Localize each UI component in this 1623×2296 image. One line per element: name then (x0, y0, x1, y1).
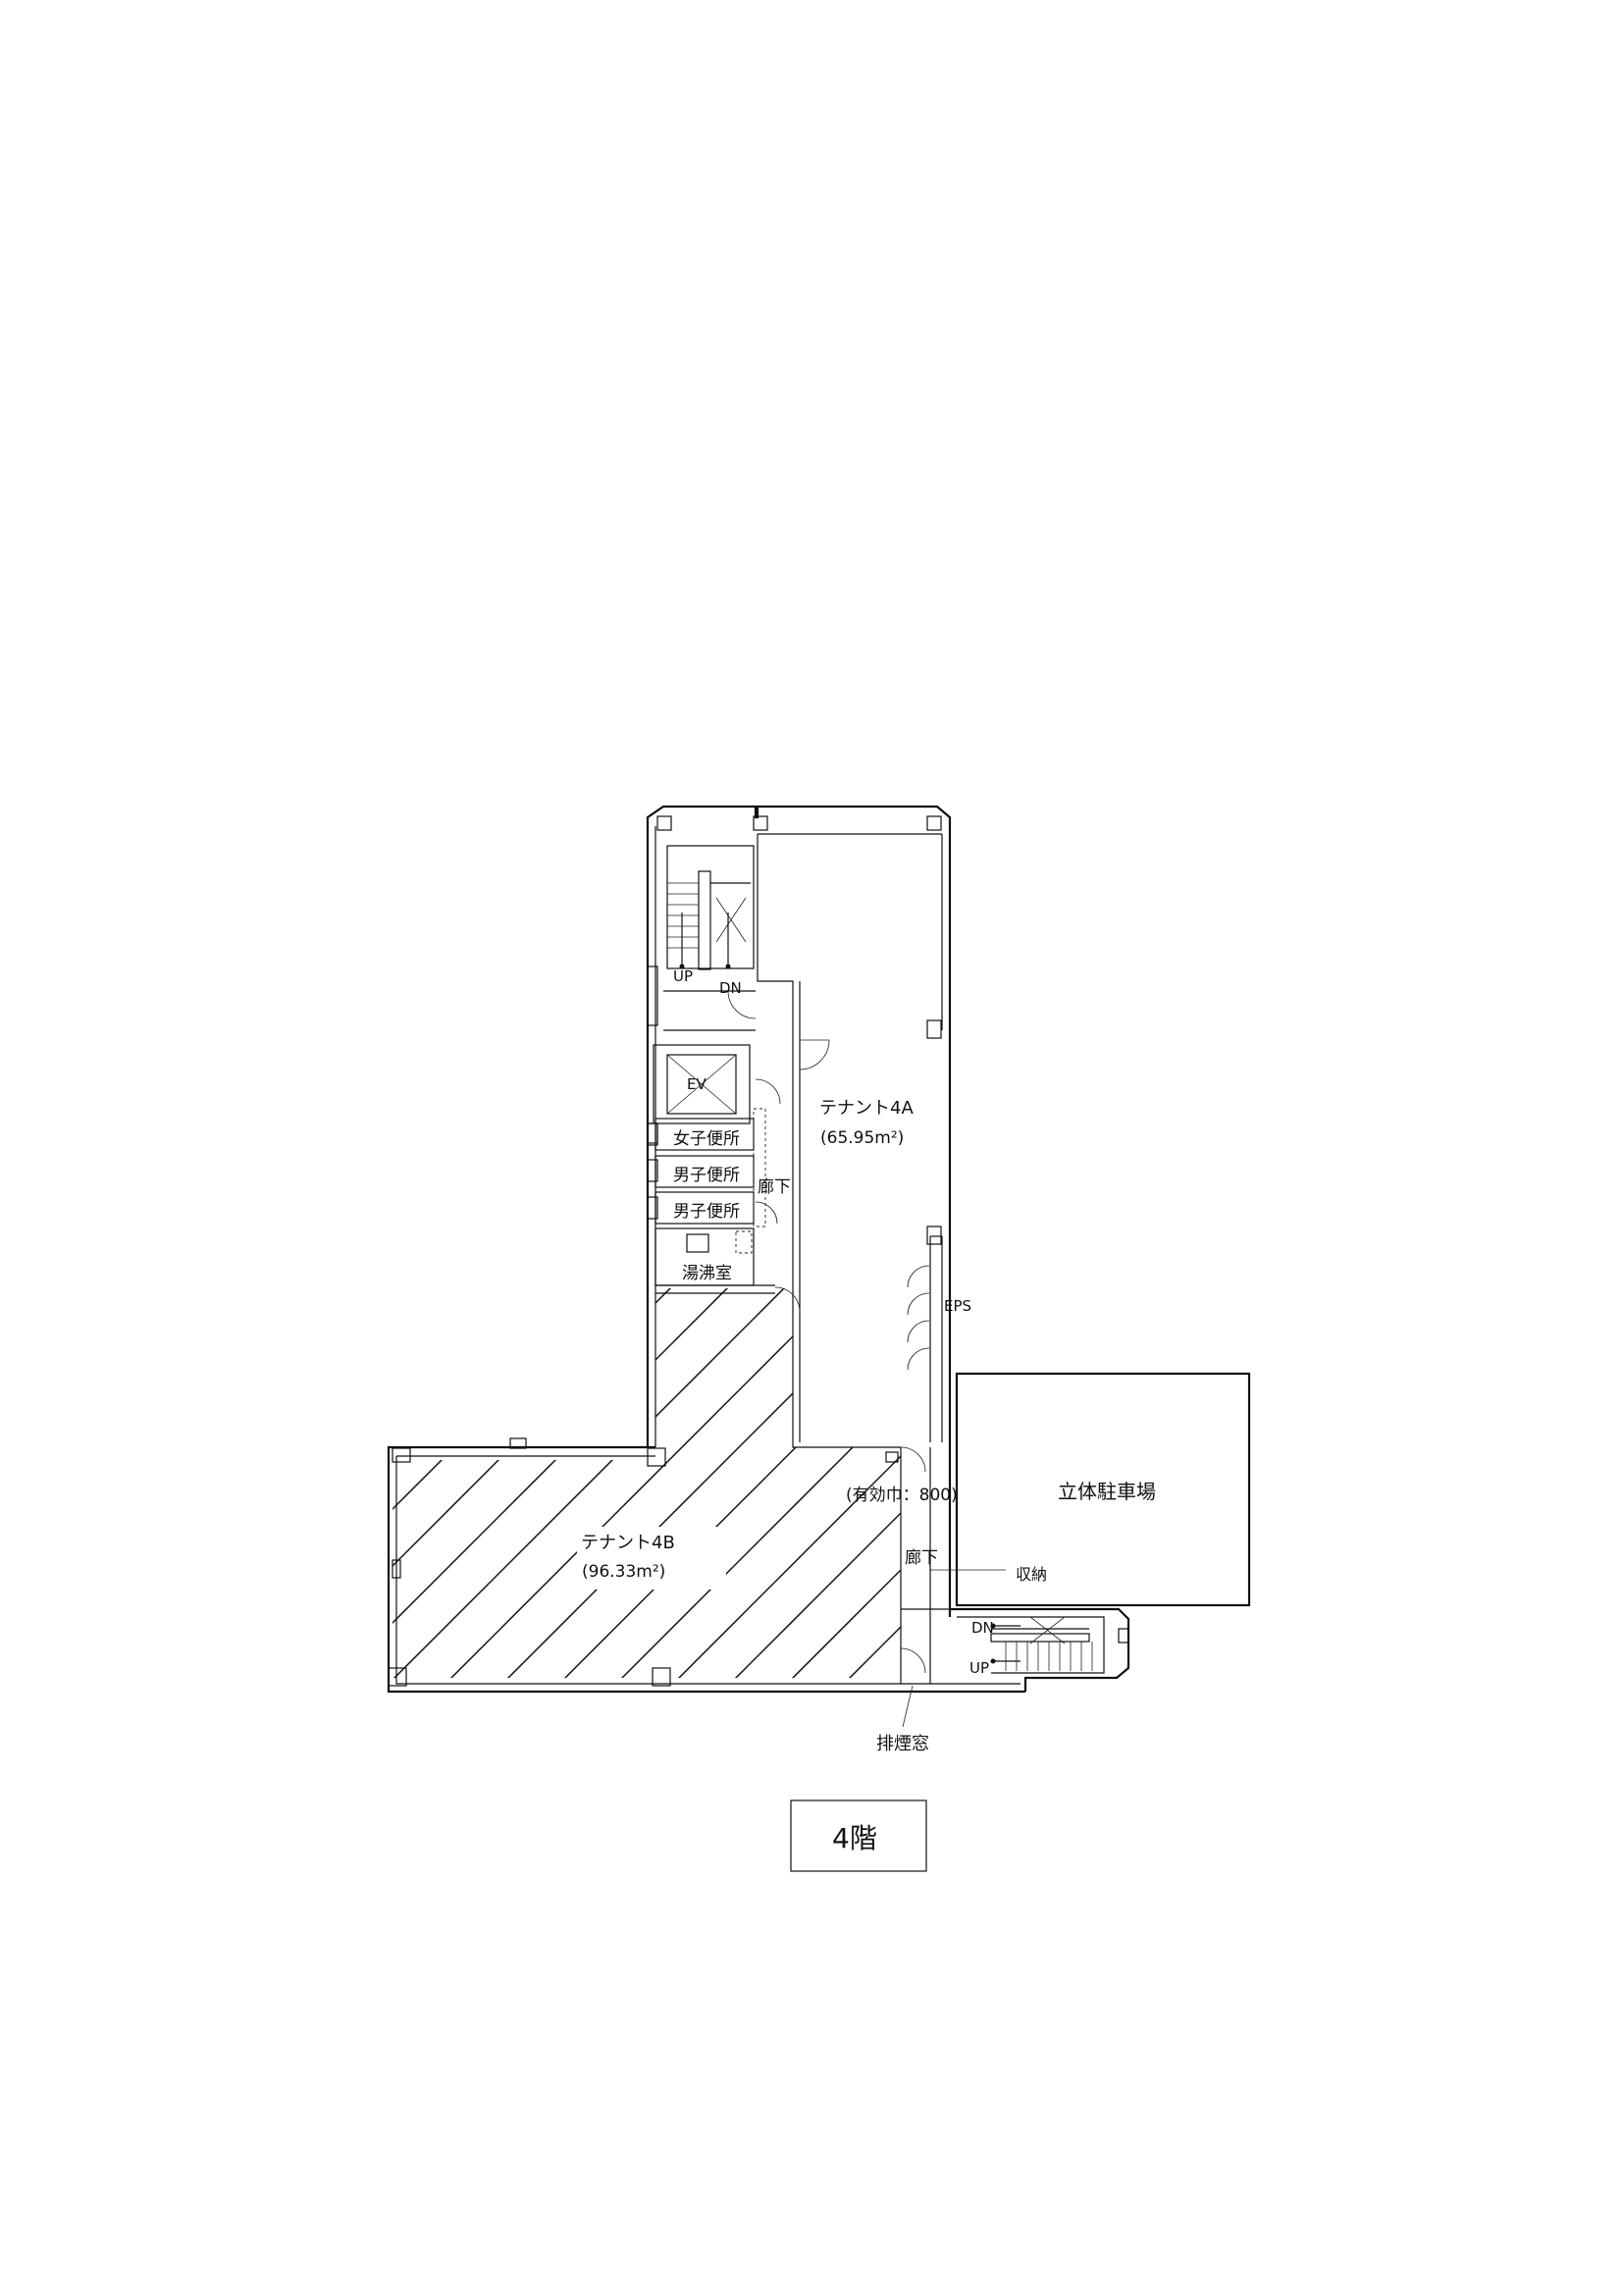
hatch-line (1048, 1217, 1539, 1707)
eps-label: EPS (944, 1297, 971, 1315)
hatch-line (393, 1288, 800, 1678)
hatch-line (1105, 1217, 1596, 1707)
leader-lines (902, 1569, 1006, 1728)
stair-jambs (647, 965, 757, 1031)
corridor-upper-label: 廊下 (758, 1177, 791, 1197)
elevator-label: EV (687, 1075, 707, 1093)
effective-width-label: (有効巾：800) (846, 1486, 958, 1505)
storage-label: 収納 (1016, 1565, 1047, 1584)
corridor-lower-label: 廊下 (905, 1548, 938, 1568)
hatch-line (535, 1288, 901, 1678)
tenant-4a-area: (65.95m²) (820, 1128, 904, 1148)
kitchenette-label: 湯沸室 (682, 1264, 732, 1283)
elevator (647, 1044, 751, 1144)
stair-up-label-south: UP (969, 1659, 989, 1677)
hatch-line (393, 1288, 743, 1678)
tenant-4b-hatch (393, 1217, 1623, 1707)
stair-up-label-north: UP (673, 967, 693, 985)
floor-label: 4階 (832, 1822, 877, 1854)
hatch-line (762, 1288, 901, 1678)
stair-dn-label-south: DN (971, 1619, 994, 1637)
hatch-line (592, 1288, 901, 1678)
hatch-line (393, 1288, 857, 1678)
outer-walls (387, 805, 1130, 1694)
parking-label: 立体駐車場 (1058, 1480, 1156, 1503)
tenant-4a-doors (774, 1039, 950, 1674)
stair-dn-label-north: DN (719, 979, 742, 997)
mens-toilet-label-2: 男子便所 (673, 1202, 740, 1222)
tenant-4a-name: テナント4A (819, 1098, 914, 1119)
tenant-4b-area: (96.33m²) (582, 1562, 665, 1582)
parking-block (955, 1372, 1251, 1607)
womens-toilet-label: 女子便所 (673, 1129, 740, 1149)
tenant-4b-name: テナント4B (581, 1533, 675, 1553)
tenant-4b-label-bg (577, 1527, 726, 1590)
floor-label-box (790, 1800, 927, 1872)
north-stair (666, 845, 755, 970)
mens-toilet-label-1: 男子便所 (673, 1166, 740, 1185)
hatch-line (1162, 1217, 1623, 1707)
columns (388, 815, 1129, 1687)
south-stair (990, 1616, 1093, 1671)
hatch-line (1219, 1217, 1623, 1707)
smoke-vent-label: 排煙窓 (876, 1734, 929, 1754)
hatch-line (706, 1288, 901, 1678)
toilet-block (647, 1078, 781, 1294)
